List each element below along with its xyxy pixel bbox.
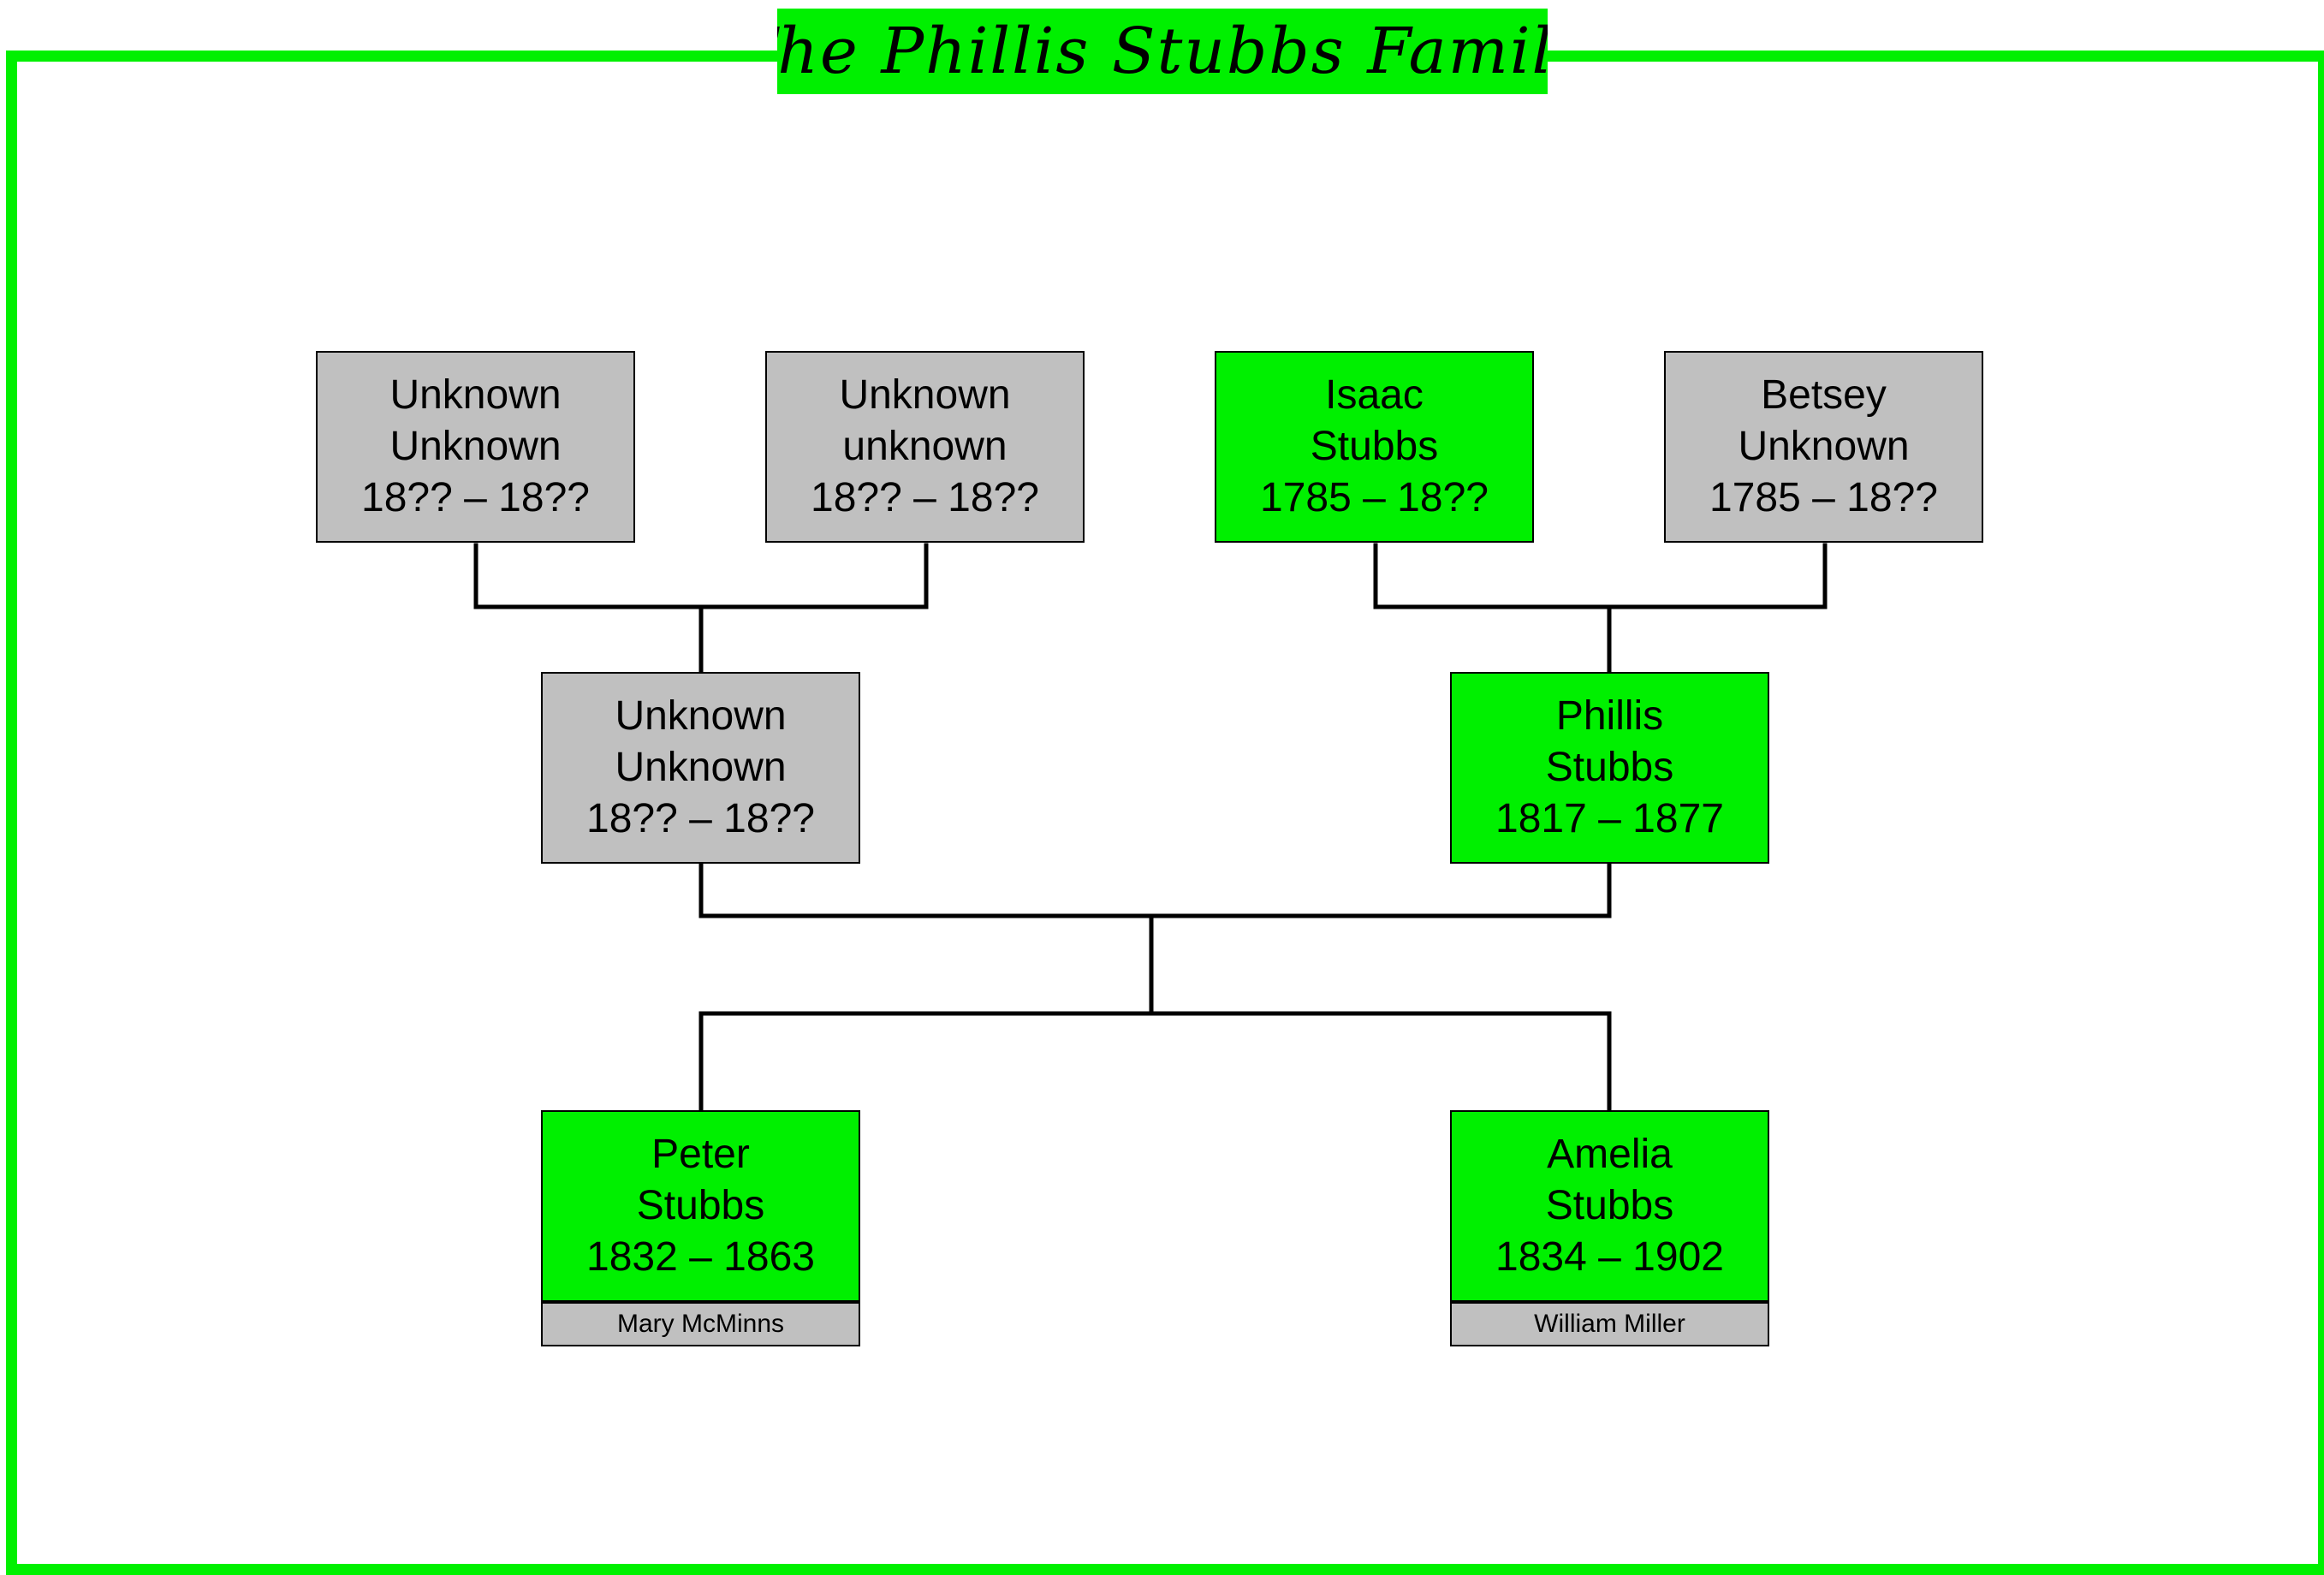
- person-first-name: Amelia: [1547, 1132, 1673, 1177]
- person-box-phillis-stubbs: Phillis Stubbs 1817 – 1877: [1450, 672, 1769, 864]
- person-dates: 18?? – 18??: [586, 796, 815, 841]
- person-first-name: Unknown: [839, 372, 1011, 418]
- person-box-unknown-unknown-grandmother: Unknown unknown 18?? – 18??: [765, 351, 1085, 543]
- spouse-box-william-miller: William Miller: [1450, 1302, 1769, 1346]
- person-dates: 1785 – 18??: [1709, 475, 1938, 520]
- person-first-name: Phillis: [1555, 693, 1664, 739]
- person-dates: 1785 – 18??: [1260, 475, 1489, 520]
- person-first-name: Betsey: [1761, 372, 1887, 418]
- person-last-name: Unknown: [389, 424, 562, 469]
- person-last-name: Stubbs: [1310, 424, 1439, 469]
- person-box-peter-stubbs: Peter Stubbs 1832 – 1863: [541, 1110, 860, 1302]
- person-box-amelia-stubbs: Amelia Stubbs 1834 – 1902: [1450, 1110, 1769, 1302]
- title-banner: The Phillis Stubbs Family: [777, 9, 1548, 94]
- person-last-name: Unknown: [1738, 424, 1910, 469]
- person-last-name: Unknown: [615, 745, 787, 790]
- person-dates: 18?? – 18??: [361, 475, 590, 520]
- person-last-name: Stubbs: [1545, 745, 1674, 790]
- person-first-name: Peter: [651, 1132, 750, 1177]
- spouse-name: William Miller: [1534, 1310, 1685, 1338]
- person-last-name: Stubbs: [1545, 1183, 1674, 1228]
- person-box-isaac-stubbs: Isaac Stubbs 1785 – 18??: [1215, 351, 1534, 543]
- person-first-name: Unknown: [389, 372, 562, 418]
- spouse-box-mary-mcminns: Mary McMinns: [541, 1302, 860, 1346]
- connector-gp-left: [473, 543, 929, 609]
- person-dates: 1817 – 1877: [1495, 796, 1724, 841]
- spouse-name: Mary McMinns: [616, 1310, 784, 1338]
- connector-parents: [698, 862, 1612, 918]
- person-box-betsey-unknown: Betsey Unknown 1785 – 18??: [1664, 351, 1983, 543]
- person-box-unknown-parent: Unknown Unknown 18?? – 18??: [541, 672, 860, 864]
- person-last-name: unknown: [842, 424, 1007, 469]
- person-dates: 1834 – 1902: [1495, 1234, 1724, 1280]
- person-last-name: Stubbs: [636, 1183, 765, 1228]
- connector-gp-right: [1373, 543, 1828, 609]
- person-first-name: Isaac: [1325, 372, 1424, 418]
- person-first-name: Unknown: [615, 693, 787, 739]
- connector-children: [698, 1011, 1612, 1113]
- person-dates: 1832 – 1863: [586, 1234, 815, 1280]
- person-dates: 18?? – 18??: [811, 475, 1039, 520]
- page-title: The Phillis Stubbs Family: [777, 15, 1548, 88]
- person-box-unknown-unknown-grandparent: Unknown Unknown 18?? – 18??: [316, 351, 635, 543]
